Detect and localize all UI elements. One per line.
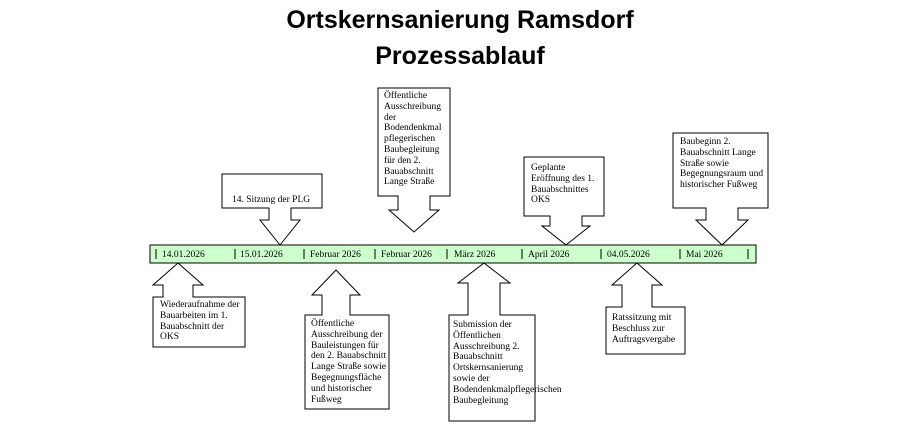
timeline-separators <box>155 249 749 259</box>
callout-below-ratssitzung <box>605 262 686 355</box>
callout-above-eroeffnung <box>523 156 605 246</box>
timeline-label-4: Februar 2026 <box>381 250 432 260</box>
callout-above-sitzung-plg <box>221 173 323 246</box>
callout-below-bauleistungen <box>304 269 390 410</box>
callout-below-wiederaufnahme <box>151 262 246 348</box>
callout-above-bodendenkmal <box>377 87 451 233</box>
event-text-sitzung-plg: 14. Sitzung der PLG <box>232 195 311 205</box>
diagram-title: Ortskernsanierung Ramsdorf <box>286 6 634 34</box>
timeline-label-1: 14.01.2026 <box>162 250 205 260</box>
timeline-label-5: März 2026 <box>454 250 496 260</box>
diagram-subtitle: Prozessablauf <box>375 42 545 70</box>
event-text-ratssitzung: Ratssitzung mit Beschluss zur Auftragsve… <box>612 313 676 345</box>
timeline-bar <box>149 244 757 264</box>
timeline-label-2: 15.01.2026 <box>240 250 283 260</box>
event-text-wiederaufnahme: Wiederaufnahme der Bauarbeiten im 1. Bau… <box>160 300 240 343</box>
callout-below-submission <box>448 262 536 422</box>
timeline-label-6: April 2026 <box>528 250 570 260</box>
timeline-label-8: Mai 2026 <box>686 250 723 260</box>
event-text-baubeginn: Baubeginn 2. Bauabschnitt Lange Straße s… <box>680 137 764 191</box>
event-text-submission: Submission der Öffentlichen Ausschreibun… <box>453 320 562 406</box>
callout-above-baubeginn <box>672 132 769 246</box>
timeline-label-3: Februar 2026 <box>310 250 361 260</box>
timeline-label-7: 04.05.2026 <box>607 250 650 260</box>
event-text-bauleistungen: Öffentliche Ausschreibung der Bauleistun… <box>311 319 387 405</box>
event-text-bodendenkmal: Öffentliche Ausschreibung der Bodendenkm… <box>384 91 442 188</box>
event-text-eroeffnung: Geplante Eröffnung des 1. Bauabschnittes… <box>531 163 595 206</box>
